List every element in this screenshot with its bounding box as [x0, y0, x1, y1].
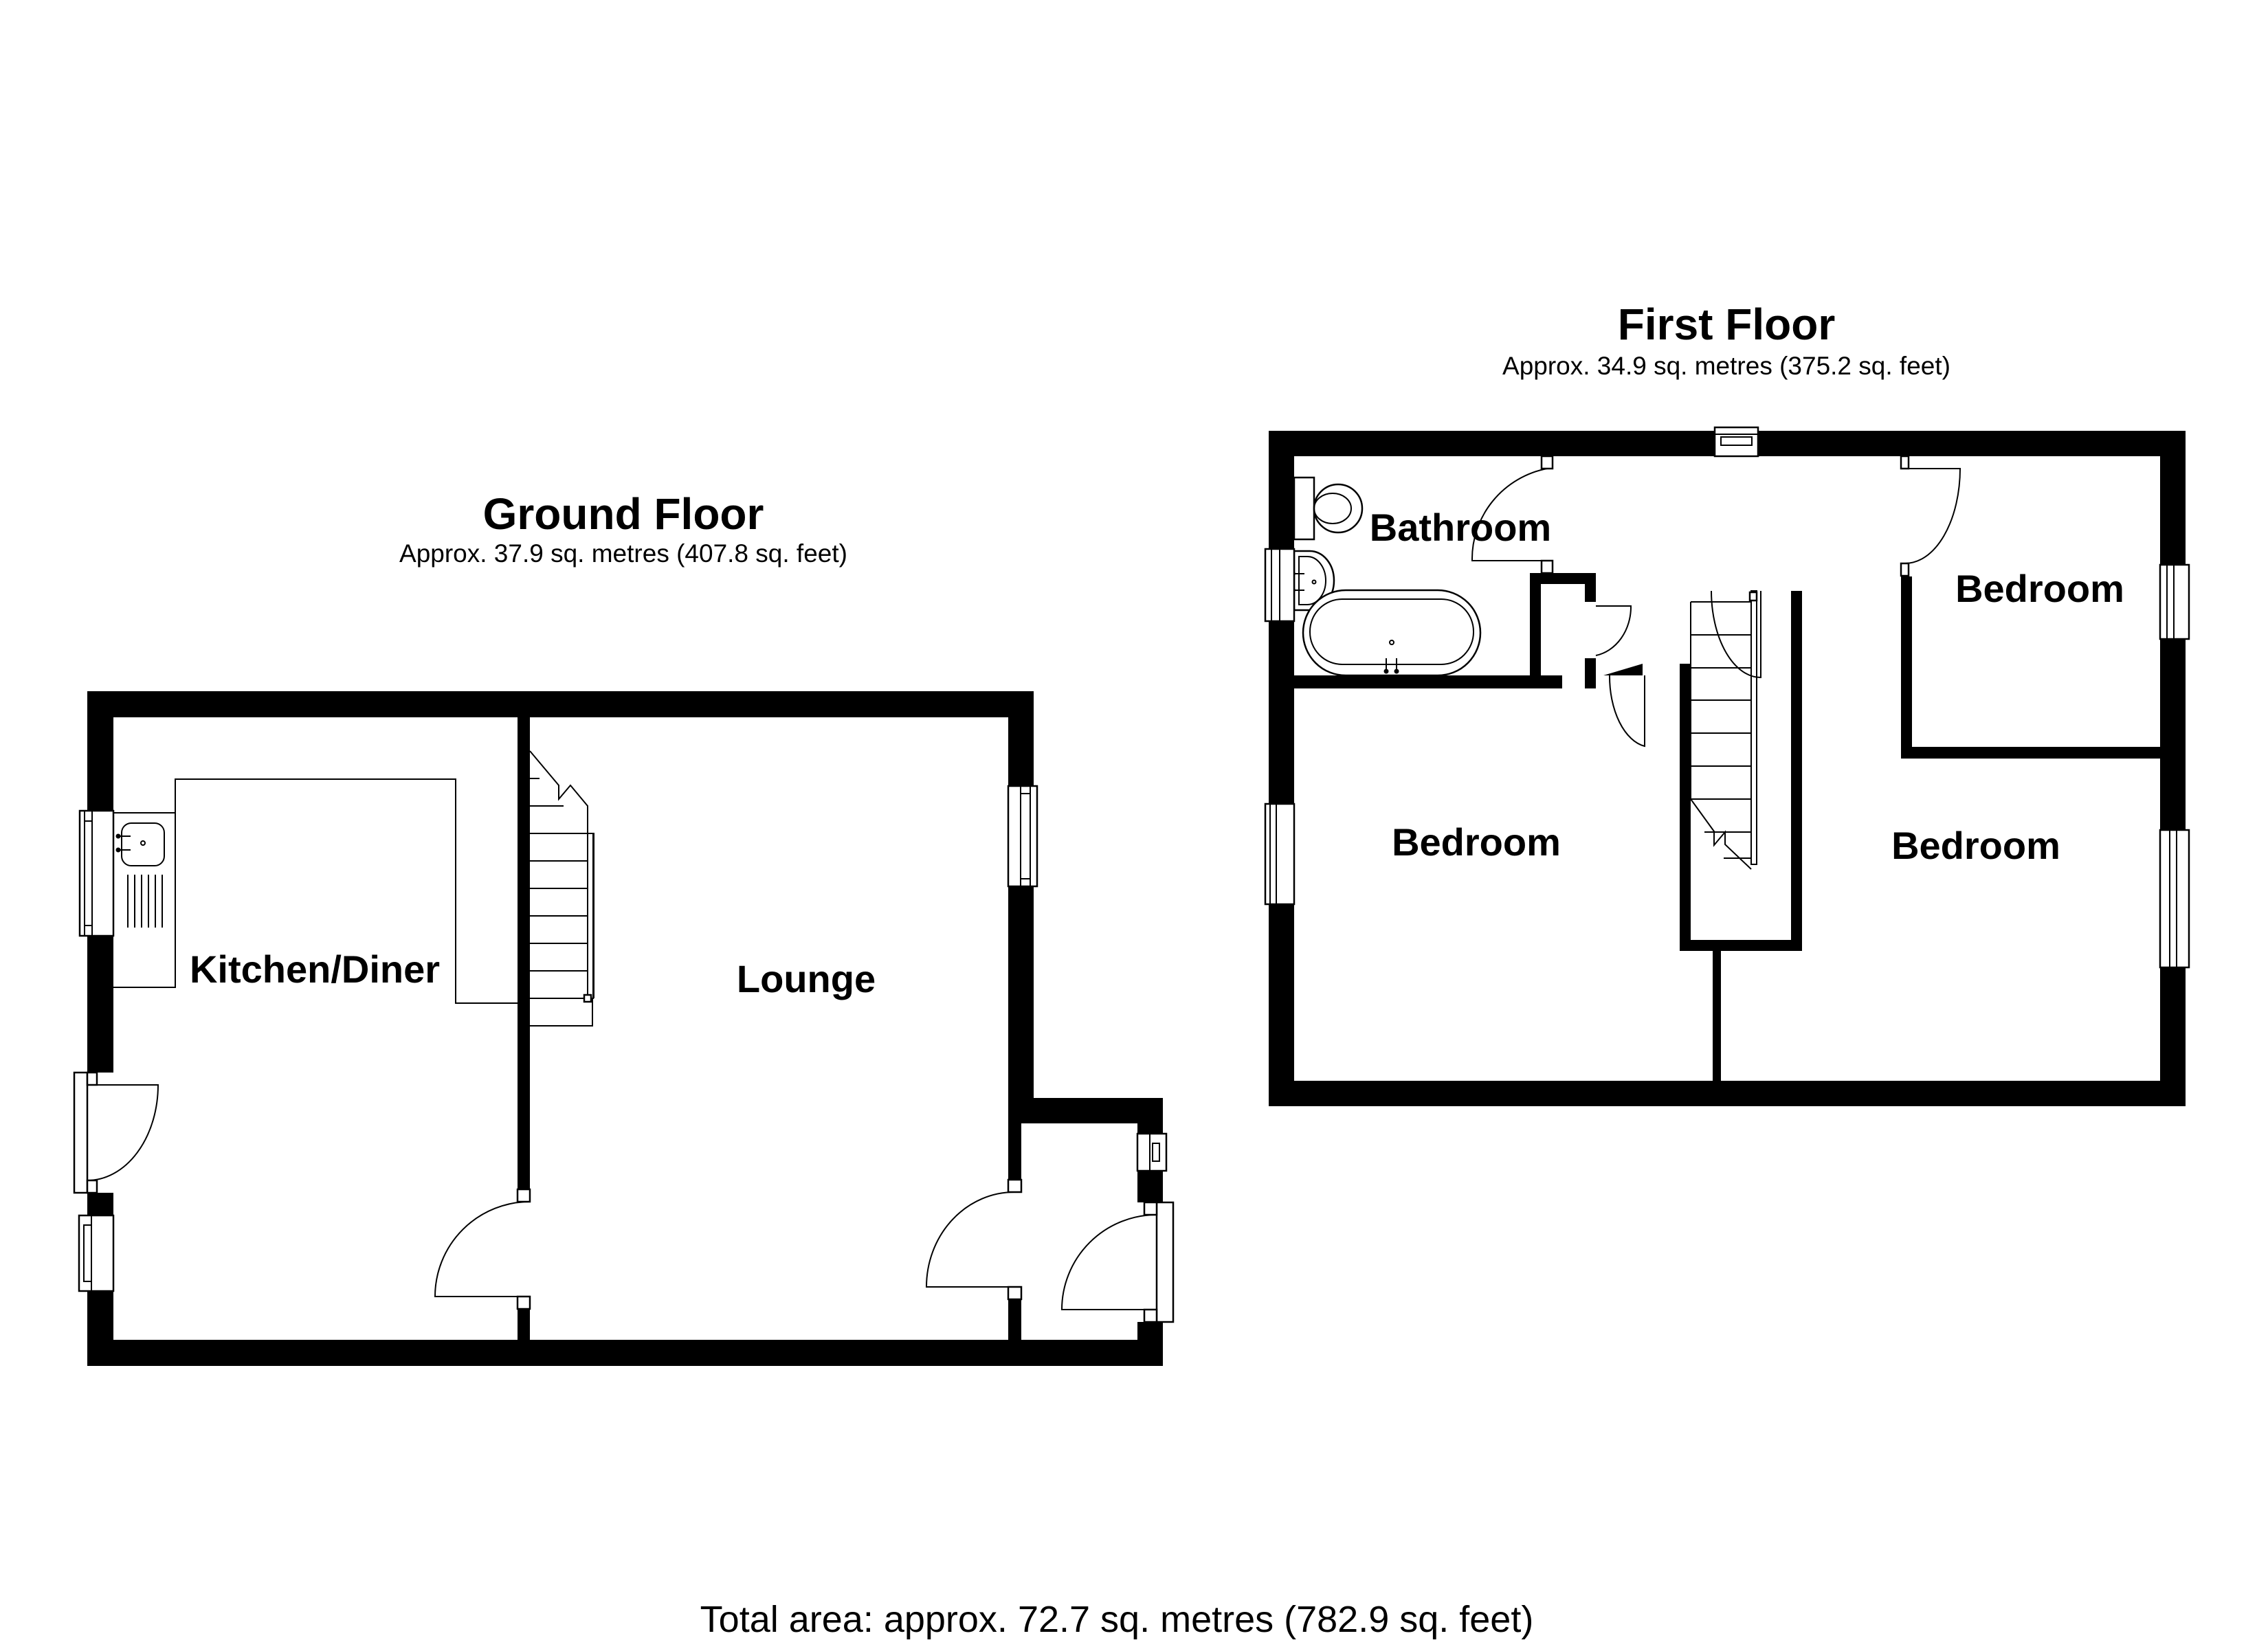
cupboard-door-icon[interactable]: [1595, 605, 1632, 656]
small-bedroom-door-icon[interactable]: [1900, 455, 1961, 577]
front-bedroom-door-icon[interactable]: [1608, 675, 1645, 748]
first-floor-plan: First Floor Approx. 34.9 sq. metres (375…: [1264, 300, 2190, 1106]
kitchen-worktop-left: [113, 813, 176, 988]
rear-bedroom-door-icon[interactable]: [1711, 590, 1761, 679]
first-floor-title: First Floor: [1618, 300, 1835, 349]
back-door-icon[interactable]: [73, 1071, 159, 1194]
kitchen-lounge-door-icon[interactable]: [434, 1188, 531, 1310]
total-area: Total area: approx. 72.7 sq. metres (782…: [700, 1599, 1534, 1640]
porch-window-icon: [1136, 1132, 1168, 1172]
ground-floor-area: Approx. 37.9 sq. metres (407.8 sq. feet): [399, 539, 847, 568]
bathroom-window-icon: [1264, 548, 1296, 622]
lounge-porch-door-icon[interactable]: [925, 1178, 1023, 1301]
small-bedroom-window-icon: [2159, 563, 2190, 640]
room-label-kitchen-diner: Kitchen/Diner: [190, 947, 440, 991]
front-bedroom-window-icon: [1264, 803, 1296, 906]
room-label-small-bedroom: Bedroom: [1955, 567, 2124, 610]
room-label-front-bedroom: Bedroom: [1392, 820, 1561, 864]
ground-floor-plan: Ground Floor Approx. 37.9 sq. metres (40…: [73, 489, 1175, 1366]
ground-floor-walls: [87, 691, 1163, 1366]
front-door-icon[interactable]: [1060, 1201, 1175, 1323]
bath-icon: [1302, 589, 1482, 677]
first-floor-area: Approx. 34.9 sq. metres (375.2 sq. feet): [1502, 352, 1950, 380]
rear-bedroom-window-icon: [2159, 829, 2190, 969]
kitchen-lower-window-icon: [78, 1214, 115, 1292]
ground-floor-title: Ground Floor: [483, 489, 764, 539]
ground-floor-stairs[interactable]: [529, 750, 594, 1027]
kitchen-sink-icon: [115, 822, 165, 928]
room-label-bathroom: Bathroom: [1370, 506, 1551, 549]
room-label-lounge: Lounge: [737, 957, 876, 1000]
kitchen-worktop: [113, 778, 518, 1004]
lounge-window-icon: [1007, 785, 1038, 888]
bathroom-door-icon[interactable]: [1471, 455, 1554, 574]
toilet-icon: [1293, 476, 1364, 541]
room-label-rear-bedroom: Bedroom: [1891, 824, 2060, 867]
landing-window-icon: [1713, 426, 1759, 458]
first-floor-stairs[interactable]: [1690, 590, 1758, 870]
kitchen-window-icon: [78, 809, 115, 937]
